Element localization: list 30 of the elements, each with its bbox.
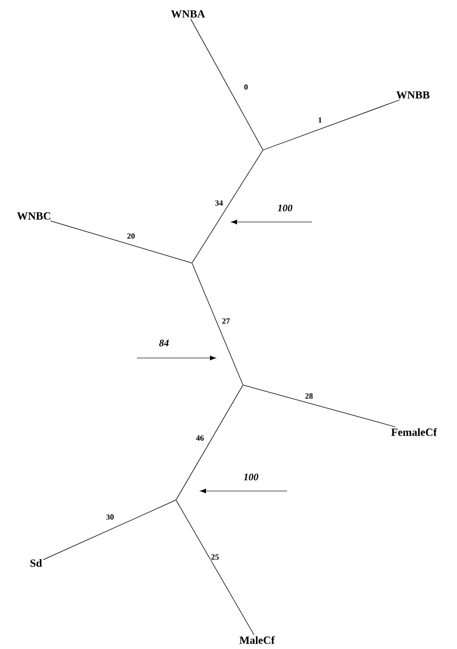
branch-length: 46 [196,434,204,442]
bootstrap-value: 100 [244,474,258,480]
pointer-arrow [136,356,216,360]
pointer-arrow [230,220,312,224]
branch-length: 30 [106,514,114,520]
tree-branch [176,500,254,636]
pointer-arrow [200,488,288,494]
taxon-label: WNBC [17,212,50,220]
bootstrap-value: 100 [278,204,292,212]
tree-branch [190,18,263,150]
taxon-label: MaleCf [239,636,275,644]
branch-length: 27 [222,318,230,324]
tree-branch [176,385,243,500]
taxon-label: FemaleCf [391,428,437,436]
tree-branch [243,384,396,428]
branch-length: 34 [214,200,224,206]
taxon-label: WNBB [396,91,430,99]
tree-branch [192,263,243,385]
branch-length: 25 [210,554,220,560]
branch-length: 20 [126,232,136,240]
branch-length: 28 [304,392,314,400]
tree-branch [43,500,176,560]
tree-branch [192,150,263,263]
tree-branch [263,100,400,150]
bootstrap-value: 84 [159,340,169,346]
taxon-label: WNBA [171,10,206,18]
branch-length: 1 [318,116,322,124]
tree-branch [50,220,192,264]
taxon-label: Sd [30,559,42,567]
branch-length: 0 [244,84,248,90]
